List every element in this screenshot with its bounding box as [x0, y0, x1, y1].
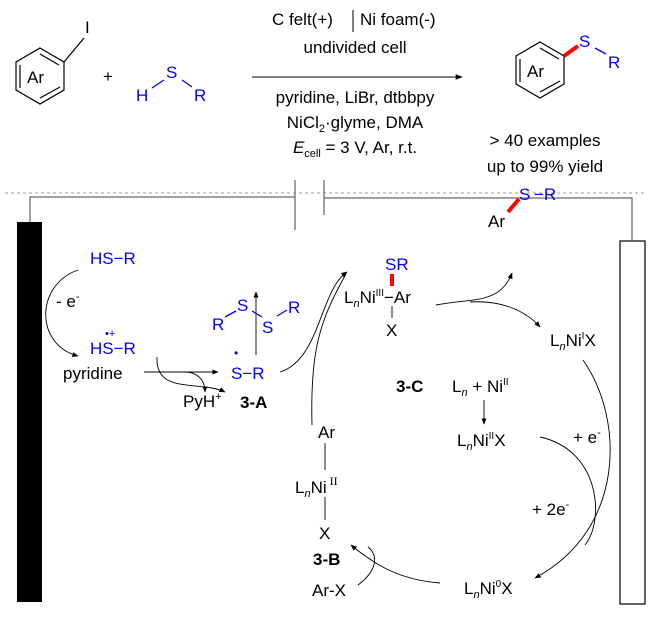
- label-3c: 3-C: [396, 377, 423, 396]
- sr-ligand: SR: [385, 255, 409, 274]
- precatalyst-label: Ln + NiII: [452, 377, 509, 399]
- anode-label: C felt(+): [272, 10, 333, 29]
- s-atom: S: [579, 32, 590, 51]
- cathode-label: Ni foam(-): [360, 10, 436, 29]
- thiyl-radical: S−R: [231, 364, 265, 383]
- reaction-conditions: C felt(+) Ni foam(-) undivided cell pyri…: [252, 10, 463, 160]
- iodine-label: I: [85, 18, 90, 37]
- cell-type: undivided cell: [303, 38, 406, 57]
- disulfide: R S S R: [212, 296, 300, 337]
- product-thioether: Ar S R: [515, 32, 620, 99]
- electrochemical-cell: [17, 180, 646, 605]
- pyh-label: PyH+: [183, 391, 222, 411]
- h-atom: H: [136, 86, 148, 105]
- aryl-halide: Ar-X: [312, 581, 346, 600]
- radical-cation: HS−R: [90, 339, 136, 358]
- radical-dot: •: [234, 346, 238, 360]
- catalyst-line: NiCl2·glyme, DMA: [287, 113, 424, 135]
- s-atom: S: [519, 185, 530, 204]
- ar-label: Ar: [488, 212, 505, 231]
- aryl-iodide: Ar I: [15, 18, 90, 105]
- oxidation-label: - e-: [56, 291, 80, 311]
- s-atom: S: [262, 318, 273, 337]
- yield-range: up to 99% yield: [487, 157, 603, 176]
- anode-electrode: [17, 222, 42, 602]
- ni0-label: LnNi0X: [464, 579, 513, 601]
- r-group: R: [212, 315, 224, 334]
- ni3-label: LnNiIII−Ar: [344, 288, 411, 310]
- r-group: R: [608, 53, 620, 72]
- r-group: −R: [534, 185, 556, 204]
- radical-cation-charge: •+: [105, 328, 115, 340]
- ring-label: Ar: [27, 68, 44, 87]
- pyridine-label: pyridine: [63, 364, 123, 383]
- cathode-electrode: [619, 240, 646, 605]
- ar-ligand: Ar: [318, 423, 335, 442]
- thiol: HS−R: [90, 249, 136, 268]
- r-group: R: [288, 298, 300, 317]
- nickel-iii-complex: SR LnNiIII−Ar X: [344, 255, 411, 340]
- ni2x-label: LnNiIIX: [457, 431, 506, 453]
- s-atom: S: [166, 63, 177, 82]
- ring-label: Ar: [527, 62, 544, 81]
- one-electron-label: + e-: [573, 427, 601, 447]
- x-ligand: X: [319, 524, 330, 543]
- plus-sign: +: [103, 67, 113, 86]
- r-group: R: [194, 86, 206, 105]
- reagents-line: pyridine, LiBr, dtbbpy: [276, 88, 435, 107]
- label-3b: 3-B: [313, 550, 340, 569]
- ni1-label: LnNiIX: [550, 331, 596, 353]
- s-atom: S: [237, 296, 248, 315]
- label-3a: 3-A: [240, 393, 267, 412]
- two-electron-label: + 2e-: [532, 499, 570, 519]
- example-count: > 40 examples: [489, 131, 600, 150]
- thiol-reactant: H S R: [136, 63, 206, 105]
- x-ligand: X: [386, 321, 397, 340]
- product-released: Ar S −R: [488, 185, 556, 231]
- potential-line: Ecell = 3 V, Ar, r.t.: [293, 138, 417, 160]
